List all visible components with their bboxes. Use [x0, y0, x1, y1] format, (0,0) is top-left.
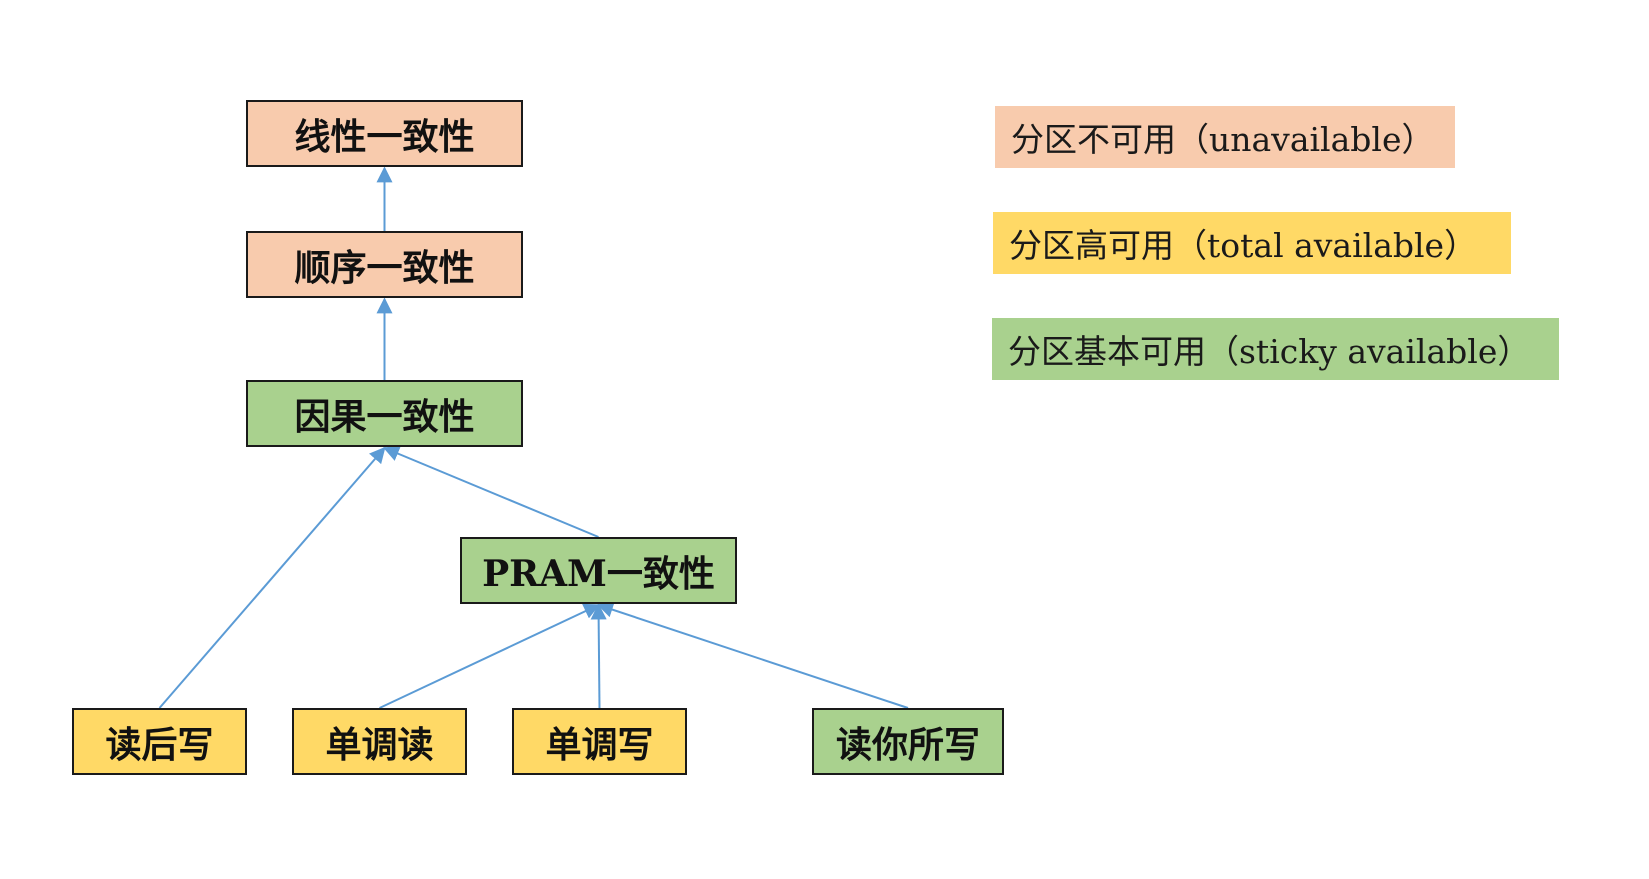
edge-monotonic_read-to-pram [379, 603, 600, 709]
node-read-your-write: 读你所写 [812, 708, 1004, 775]
node-pram-consistency: PRAM一致性 [460, 537, 737, 604]
legend-sticky-available: 分区基本可用（sticky available） [992, 318, 1559, 380]
edge-pram-to-causal [383, 446, 599, 538]
node-monotonic-read: 单调读 [292, 708, 467, 775]
node-causal-consistency: 因果一致性 [246, 380, 523, 447]
node-monotonic-write: 单调写 [512, 708, 687, 775]
edge-monotonic_write-to-pram [590, 603, 607, 709]
legend-unavailable: 分区不可用（unavailable） [995, 106, 1455, 168]
legend-total-available: 分区高可用（total available） [993, 212, 1511, 274]
node-linear-consistency: 线性一致性 [246, 100, 523, 167]
edge-read_follow_write-to-causal [158, 446, 386, 709]
node-read-follow-write: 读后写 [72, 708, 247, 775]
edge-read_your_write-to-pram [596, 601, 909, 709]
node-sequential-consistency: 顺序一致性 [246, 231, 523, 298]
